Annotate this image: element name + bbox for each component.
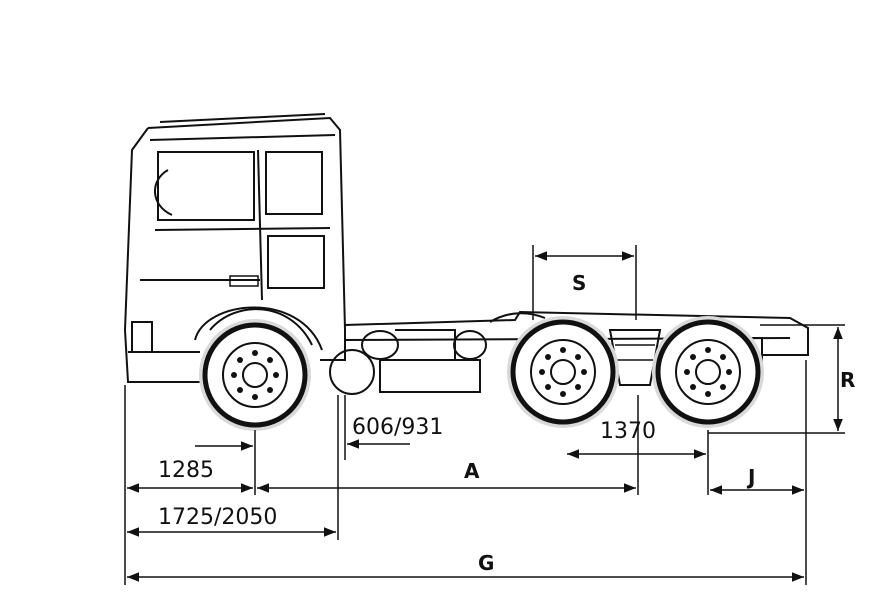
dim-label-g: G [478,551,494,575]
dim-label-r: R [840,368,855,392]
rear-wheel-1 [507,316,619,428]
rear-wheel-2 [652,316,764,428]
dim-label-1285: 1285 [158,458,214,483]
dimension-lines [127,251,843,582]
dim-label-j: J [746,465,755,489]
front-wheel [199,319,311,431]
dim-label-1725-2050: 1725/2050 [158,505,277,530]
truck-cab [123,113,346,383]
dim-label-606-931: 606/931 [352,415,443,440]
dim-label-a: A [464,459,480,483]
dim-label-1370: 1370 [600,419,656,444]
extension-lines [124,245,845,585]
dim-label-s: S [572,271,586,295]
